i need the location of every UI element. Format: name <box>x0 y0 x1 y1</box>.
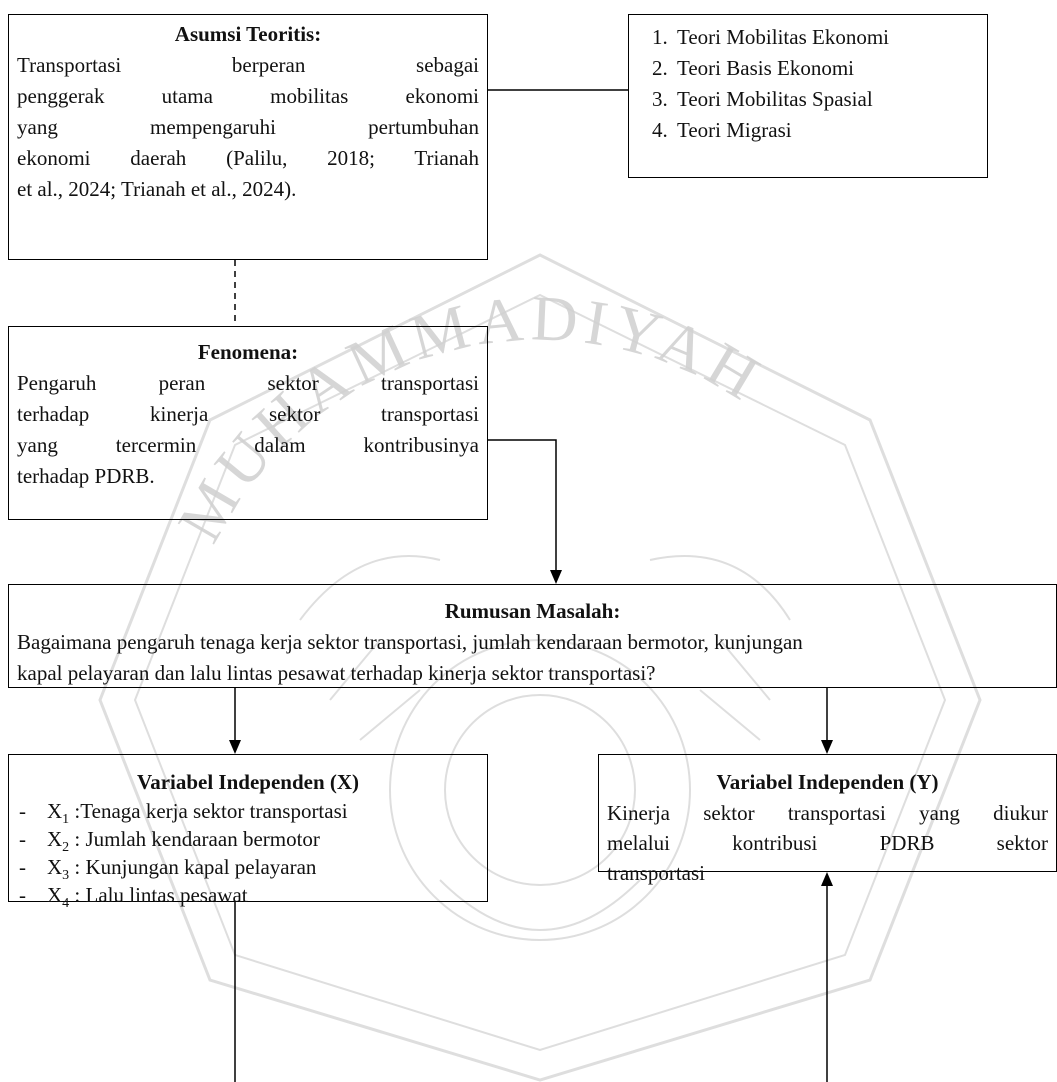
fenomena-line-2: terhadap kinerja sektor transportasi <box>17 402 479 426</box>
rumusan-line-2: kapal pelayaran dan lalu lintas pesawat … <box>17 661 656 685</box>
fenomena-line-4: terhadap PDRB. <box>17 464 155 488</box>
variabel-x-box: Variabel Independen (X) -X1 :Tenaga kerj… <box>8 754 488 911</box>
variabel-x-item-4: -X4 : Lalu lintas pesawat <box>19 883 248 912</box>
teori-item-4: Teori Migrasi <box>673 115 979 146</box>
asumsi-line-2: penggerak utama mobilitas ekonomi <box>17 84 479 108</box>
teori-item-3: Teori Mobilitas Spasial <box>673 84 979 115</box>
asumsi-line-4: ekonomi daerah (Palilu, 2018; Trianah <box>17 146 479 170</box>
variabel-x-list: -X1 :Tenaga kerja sektor transportasi -X… <box>17 797 479 912</box>
fenomena-line-3: yang tercermin dalam kontribusinya <box>17 433 479 457</box>
arrowhead-x <box>229 740 241 754</box>
fenomena-line-1: Pengaruh peran sektor transportasi <box>17 371 479 395</box>
variabel-x-title: Variabel Independen (X) <box>136 770 360 794</box>
asumsi-line-3: yang mempengaruhi pertumbuhan <box>17 115 479 139</box>
variabel-x-item-3: -X3 : Kunjungan kapal pelayaran <box>19 855 317 884</box>
variabel-y-box: Variabel Independen (Y) Kinerja sektor t… <box>598 754 1057 885</box>
teori-list: Teori Mobilitas Ekonomi Teori Basis Ekon… <box>637 22 979 146</box>
variabel-x-item-1: -X1 :Tenaga kerja sektor transportasi <box>19 799 348 828</box>
fenomena-box: Fenomena: Pengaruh peran sektor transpor… <box>8 326 488 520</box>
asumsi-line-1: Transportasi berperan sebagai <box>17 53 479 77</box>
arrowhead-y <box>821 740 833 754</box>
arrowhead-rumusan <box>550 570 562 584</box>
teori-list-box: Teori Mobilitas Ekonomi Teori Basis Ekon… <box>628 14 988 178</box>
asumsi-teoritis-box: Asumsi Teoritis: Transportasi berperan s… <box>8 14 488 260</box>
asumsi-line-5: et al., 2024; Trianah et al., 2024). <box>17 177 297 201</box>
asumsi-title: Asumsi Teoritis: <box>174 22 322 46</box>
fenomena-title: Fenomena: <box>197 340 299 364</box>
variabel-y-title: Variabel Independen (Y) <box>716 770 939 794</box>
teori-item-1: Teori Mobilitas Ekonomi <box>673 22 979 53</box>
teori-item-2: Teori Basis Ekonomi <box>673 53 979 84</box>
arrowhead-up-y <box>821 872 833 886</box>
variabel-y-line-3: transportasi <box>607 861 705 885</box>
variabel-y-line-1: Kinerja sektor transportasi yang diukur <box>607 801 1048 825</box>
variabel-y-line-2: melalui kontribusi PDRB sektor <box>607 831 1048 855</box>
variabel-x-item-2: -X2 : Jumlah kendaraan bermotor <box>19 827 320 856</box>
rumusan-title: Rumusan Masalah: <box>444 599 621 623</box>
rumusan-masalah-box: Rumusan Masalah: Bagaimana pengaruh tena… <box>8 584 1057 688</box>
rumusan-line-1: Bagaimana pengaruh tenaga kerja sektor t… <box>17 630 803 654</box>
arrow-fenomena-rumusan <box>488 439 557 570</box>
